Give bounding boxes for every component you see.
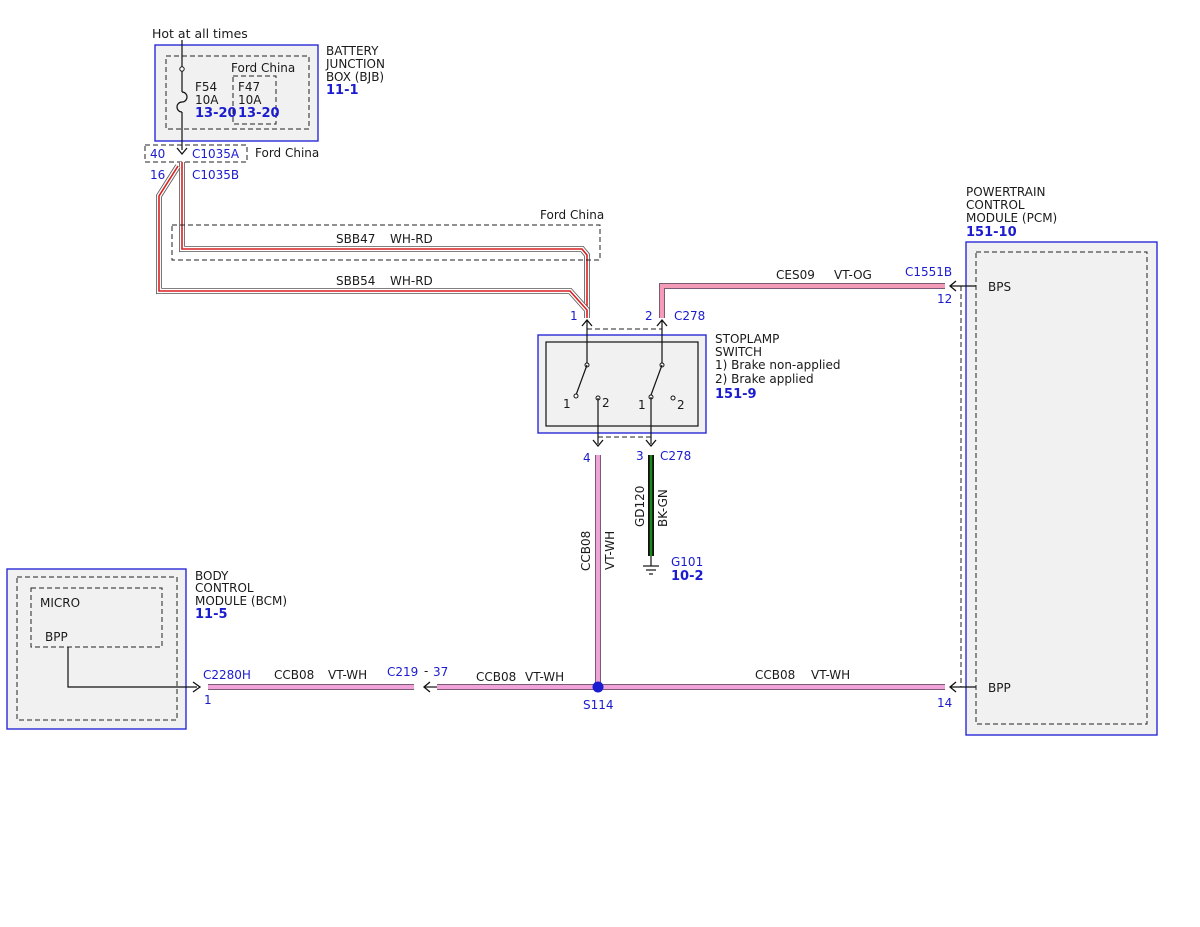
bcm-connector: C2280H — [203, 668, 251, 682]
fuse-f54-icon — [176, 91, 188, 113]
fuse-f54-rating: 10A — [195, 93, 219, 107]
c1035a-pin: 40 — [150, 147, 165, 161]
connector-c1035: 40 C1035A Ford China 16 C1035B — [144, 144, 319, 182]
pcm-name-line-3: MODULE (PCM) — [966, 211, 1057, 225]
c219-sep: - — [424, 664, 428, 678]
ground-g101-page-ref[interactable]: 10-2 — [671, 569, 704, 584]
c219-pin: 37 — [433, 665, 448, 679]
fuse-f54-name: F54 — [195, 80, 217, 94]
stoplamp-pin-4: 4 — [583, 451, 591, 465]
bcm-pin: 1 — [204, 693, 212, 707]
stoplamp-switch: 1 2 1 2 STOPLAMP SWITCH 1) Brake non-app… — [537, 309, 841, 465]
bcm-name-line-1: BODY — [195, 569, 229, 583]
stoplamp-pin-1: 1 — [570, 309, 578, 323]
pcm-connector: C1551B — [905, 265, 952, 279]
ccb08-vertical-circuit: CCB08 — [579, 531, 593, 571]
left-switch-blade-icon — [575, 364, 588, 396]
gd120-color: BK-GN — [656, 489, 670, 527]
sbb47-variant-label: Ford China — [540, 208, 604, 222]
ccb08-mid-circuit: CCB08 — [476, 670, 516, 684]
bcm-name-line-2: CONTROL — [195, 581, 254, 595]
stoplamp-name-line-3: 1) Brake non-applied — [715, 358, 841, 372]
c1035b-name: C1035B — [192, 168, 239, 182]
fuse-f47-name: F47 — [238, 80, 260, 94]
bjb-variant-label: Ford China — [231, 61, 295, 75]
switch-right-contact-2: 2 — [677, 398, 685, 412]
wire-ces09[interactable] — [659, 283, 945, 318]
sbb54-color: WH-RD — [390, 274, 433, 288]
right-switch-blade-icon — [650, 364, 663, 396]
ces09-circuit: CES09 — [776, 268, 815, 282]
stoplamp-name-line-4: 2) Brake applied — [715, 372, 814, 386]
stoplamp-bottom-connector: C278 — [660, 449, 691, 463]
sbb47-color: WH-RD — [390, 232, 433, 246]
bjb-name-line-3: BOX (BJB) — [326, 70, 384, 84]
fuse-f54-page-ref[interactable]: 13-20 — [195, 106, 237, 121]
c1035b-pin: 16 — [150, 168, 165, 182]
stoplamp-page-ref[interactable]: 151-9 — [715, 387, 757, 402]
stoplamp-name-line-2: SWITCH — [715, 345, 762, 359]
sbb54-circuit: SBB54 — [336, 274, 375, 288]
bcm-page-ref[interactable]: 11-5 — [195, 607, 228, 622]
switch-left-contact-1: 1 — [563, 397, 571, 411]
pcm-bps-signal: BPS — [988, 280, 1011, 294]
ccb08-mid-color: VT-WH — [525, 670, 564, 684]
splice-s114[interactable] — [592, 681, 604, 693]
bcm-micro-label: MICRO — [40, 596, 80, 610]
fuse-f47-page-ref[interactable]: 13-20 — [238, 106, 280, 121]
ccb08-bcm-color: VT-WH — [328, 668, 367, 682]
wire-sbb47[interactable] — [179, 162, 590, 318]
switch-left-contact-2: 2 — [602, 396, 610, 410]
pcm-name-line-1: POWERTRAIN — [966, 185, 1046, 199]
battery-junction-box: Hot at all times BATTERY JUNCTION BOX (B… — [152, 26, 385, 156]
c219-name: C219 — [387, 665, 418, 679]
ccb08-pcm-color: VT-WH — [811, 668, 850, 682]
ground-icon — [643, 565, 659, 575]
bjb-name-line-1: BATTERY — [326, 44, 379, 58]
ccb08-pcm-circuit: CCB08 — [755, 668, 795, 682]
fuse-f47-rating: 10A — [238, 93, 262, 107]
switch-right-contact-1: 1 — [638, 398, 646, 412]
pcm-name-line-2: CONTROL — [966, 198, 1025, 212]
splice-s114-label: S114 — [583, 698, 614, 712]
powertrain-control-module: BPS BPP POWERTRAIN CONTROL MODULE (PCM) … — [905, 185, 1158, 736]
c1035a-name: C1035A — [192, 147, 240, 161]
bjb-page-ref[interactable]: 11-1 — [326, 83, 359, 98]
gd120-circuit: GD120 — [633, 486, 647, 527]
fuse-f54-node — [179, 66, 185, 72]
ces09-color: VT-OG — [834, 268, 872, 282]
bcm-name-line-3: MODULE (BCM) — [195, 594, 287, 608]
stoplamp-pin-2: 2 — [645, 309, 653, 323]
ground-g101-name: G101 — [671, 555, 703, 569]
c1035-variant-label: Ford China — [255, 146, 319, 160]
body-control-module: MICRO BPP BODY CONTROL MODULE (BCM) 11-5… — [6, 568, 287, 730]
hot-at-all-times-label: Hot at all times — [152, 26, 248, 41]
ccb08-bcm-circuit: CCB08 — [274, 668, 314, 682]
ccb08-vertical-color: VT-WH — [603, 531, 617, 570]
inline-connector-c219: C219 - 37 — [387, 664, 448, 693]
pcm-page-ref[interactable]: 151-10 — [966, 225, 1017, 240]
stoplamp-pin-3: 3 — [636, 449, 644, 463]
sbb47-circuit: SBB47 — [336, 232, 375, 246]
pcm-pin-12: 12 — [937, 292, 952, 306]
sbb47-variant-box — [171, 224, 601, 261]
pcm-pin-14: 14 — [937, 696, 952, 710]
stoplamp-top-connector: C278 — [674, 309, 705, 323]
bcm-bpp-signal: BPP — [45, 630, 68, 644]
wire-sbb54[interactable] — [156, 164, 590, 318]
bjb-name-line-2: JUNCTION — [325, 57, 385, 71]
stoplamp-name-line-1: STOPLAMP — [715, 332, 779, 346]
pcm-bpp-signal: BPP — [988, 681, 1011, 695]
